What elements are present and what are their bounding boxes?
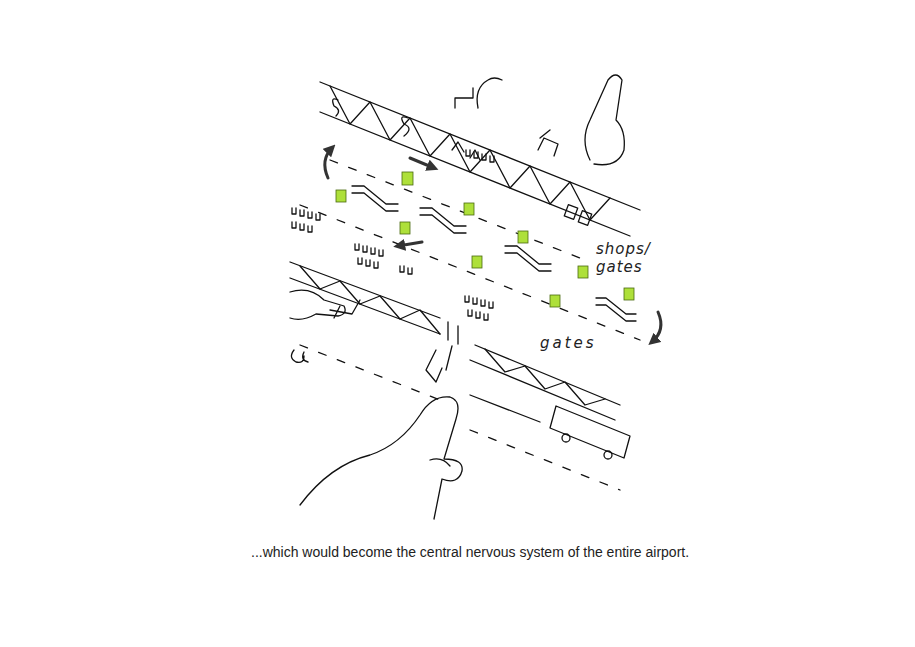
lane-dash [300, 205, 640, 340]
truss [300, 266, 440, 334]
core-block [400, 222, 410, 234]
shop-box [578, 211, 592, 226]
seats [465, 296, 493, 320]
flow-arrow [398, 242, 422, 246]
jet-bridge [426, 322, 458, 382]
flow-arrow [652, 312, 661, 342]
escalator [596, 298, 636, 321]
facade-line [320, 112, 630, 236]
flow-arrow [325, 148, 332, 178]
sketch-label: shops/ gates [596, 240, 662, 276]
truss [485, 349, 605, 405]
core-block [464, 203, 474, 215]
sketch-label: gates [540, 334, 620, 352]
gate-line [290, 262, 440, 318]
hand [300, 397, 462, 519]
shop-box [564, 205, 578, 220]
lane-dash [330, 160, 580, 258]
core-block [402, 172, 413, 185]
gate-line [475, 345, 620, 405]
flow-arrow [410, 158, 434, 168]
escalator [420, 208, 466, 233]
hand [430, 459, 450, 466]
seats [355, 244, 412, 274]
truss [330, 86, 610, 220]
road-line [470, 395, 540, 422]
roof-line [320, 82, 640, 210]
scribble [333, 99, 339, 116]
hand [455, 78, 502, 108]
scribble [291, 350, 308, 362]
core-block [624, 288, 634, 300]
seats [466, 150, 494, 162]
escalator [352, 186, 398, 211]
core-block [550, 295, 560, 307]
core-block [578, 266, 588, 278]
bus-wheel [562, 434, 570, 442]
gate-line [290, 278, 440, 334]
core-block [472, 256, 482, 268]
core-block [336, 190, 346, 202]
hand [585, 75, 624, 165]
jet-bridge [538, 130, 558, 156]
hand [290, 290, 345, 319]
gate-line [470, 360, 615, 420]
bus-wheel [604, 451, 612, 459]
road-dash [300, 345, 440, 400]
road-dash [470, 430, 620, 490]
caption: ...which would become the central nervou… [251, 543, 691, 562]
seats [292, 208, 320, 232]
escalator [505, 246, 551, 271]
core-block [518, 231, 528, 243]
scribble [402, 117, 409, 136]
bus [550, 406, 630, 458]
